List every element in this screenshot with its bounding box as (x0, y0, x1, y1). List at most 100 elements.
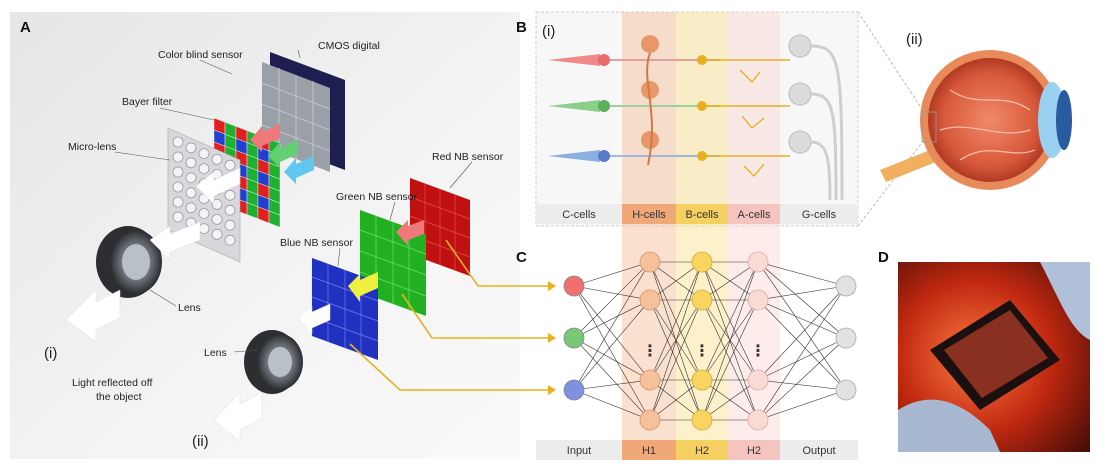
network-node (691, 409, 713, 431)
network-edge (573, 261, 651, 391)
network-nodes (563, 251, 857, 431)
network-node (639, 369, 661, 391)
network-edge (757, 337, 847, 381)
panel-b: B (i) (516, 11, 1072, 460)
network-edge (649, 261, 703, 301)
network-layer-labels: Input H1 H2 H2 Output (536, 440, 858, 460)
network-edge (757, 261, 847, 391)
ellipsis-h2: ⋮ (750, 341, 766, 360)
network-node (835, 327, 857, 349)
network-edge (573, 261, 651, 339)
micro-lens (172, 136, 184, 148)
cell-label-h: H-cells (632, 209, 666, 221)
micro-lens (198, 163, 210, 175)
network-edge (757, 285, 847, 301)
glove-right (1040, 262, 1090, 340)
label-case-i: (i) (44, 345, 57, 362)
network-edge (701, 299, 759, 381)
ellipsis-b: ⋮ (694, 341, 710, 360)
cell-label-a: A-cells (737, 209, 771, 221)
label-light-line2: the object (96, 391, 142, 403)
network-node (691, 289, 713, 311)
arrow-lens-to-microlens (149, 221, 201, 261)
network-edge (573, 337, 651, 421)
network-edge (757, 261, 847, 339)
panel-a: A (10, 12, 520, 459)
arrow-green (268, 140, 298, 168)
zoom-line-top (857, 11, 925, 113)
network-edge (573, 379, 651, 391)
network-edge (649, 299, 703, 381)
panel-c: C ⋮ ⋮ ⋮ Input H1 H2 H2 Output (516, 249, 858, 460)
cell-label-b: B-cells (685, 209, 719, 221)
cell-label-g: G-cells (802, 209, 837, 221)
lens-ii (244, 330, 303, 394)
layer-label-h2-a: H2 (747, 445, 761, 457)
micro-lens (211, 228, 223, 240)
network-node (747, 251, 769, 273)
layer-label-output: Output (802, 445, 835, 457)
bayer-cell (268, 210, 281, 228)
network-edge (573, 285, 651, 381)
network-edge (573, 285, 651, 421)
network-edge (757, 261, 847, 287)
label-case-ii: (ii) (192, 433, 209, 450)
network-edge (573, 389, 651, 421)
layer-label-input: Input (567, 445, 591, 457)
arrow-red-nb (396, 220, 424, 246)
connection-arrowheads (548, 281, 556, 395)
label-color-blind-sensor: Color blind sensor (158, 49, 243, 61)
network-node (639, 289, 661, 311)
label-blue-nb-sensor: Blue NB sensor (280, 237, 353, 249)
label-b-ii: (ii) (906, 31, 923, 48)
micro-lens (172, 151, 184, 163)
device-chip-inner (944, 310, 1048, 398)
micro-lens (185, 157, 197, 169)
label-lens: Lens (178, 302, 201, 314)
glove-left (898, 399, 1000, 452)
micro-lens (172, 166, 184, 178)
label-cmos-digital: CMOS digital (318, 40, 380, 52)
network-edge (649, 261, 703, 381)
layer-label-h2-b: H2 (695, 445, 709, 457)
bayer-filter (213, 117, 281, 228)
network-edge (757, 299, 847, 339)
micro-lens (224, 189, 236, 201)
network-node (691, 369, 713, 391)
panel-a-label: A (20, 19, 31, 36)
arrow-incoming-i (65, 289, 121, 343)
lens-i (96, 226, 162, 298)
micro-lens (185, 202, 197, 214)
micro-lens (211, 153, 223, 165)
network-edge (649, 299, 703, 421)
micro-lens (198, 208, 210, 220)
network-node (835, 275, 857, 297)
micro-lens (211, 213, 223, 225)
arrow-white-nb (297, 303, 331, 335)
label-micro-lens: Micro-lens (68, 141, 116, 153)
zoom-line-bottom (857, 139, 925, 227)
arrow-cyan (284, 156, 314, 184)
label-light-line1: Light reflected off (72, 377, 152, 389)
label-red-nb-sensor: Red NB sensor (432, 151, 504, 163)
micro-lens (224, 159, 236, 171)
micro-lens (198, 148, 210, 160)
network-edge (573, 299, 651, 339)
arrow-microlens-to-bayer (195, 167, 241, 205)
network-node (747, 289, 769, 311)
micro-lens (211, 198, 223, 210)
micro-lens (224, 219, 236, 231)
network-edge (649, 379, 703, 421)
arrow-red (250, 124, 280, 152)
network-edge (701, 261, 759, 381)
network-edge (573, 261, 651, 287)
label-lens-ii: Lens (204, 347, 227, 359)
micro-lens (185, 172, 197, 184)
network-edge (649, 261, 703, 421)
leader-lines (114, 49, 473, 353)
network-edge (757, 379, 847, 391)
panel-c-label: C (516, 249, 527, 266)
network-edge (573, 285, 651, 301)
panel-b-label: B (516, 19, 527, 36)
